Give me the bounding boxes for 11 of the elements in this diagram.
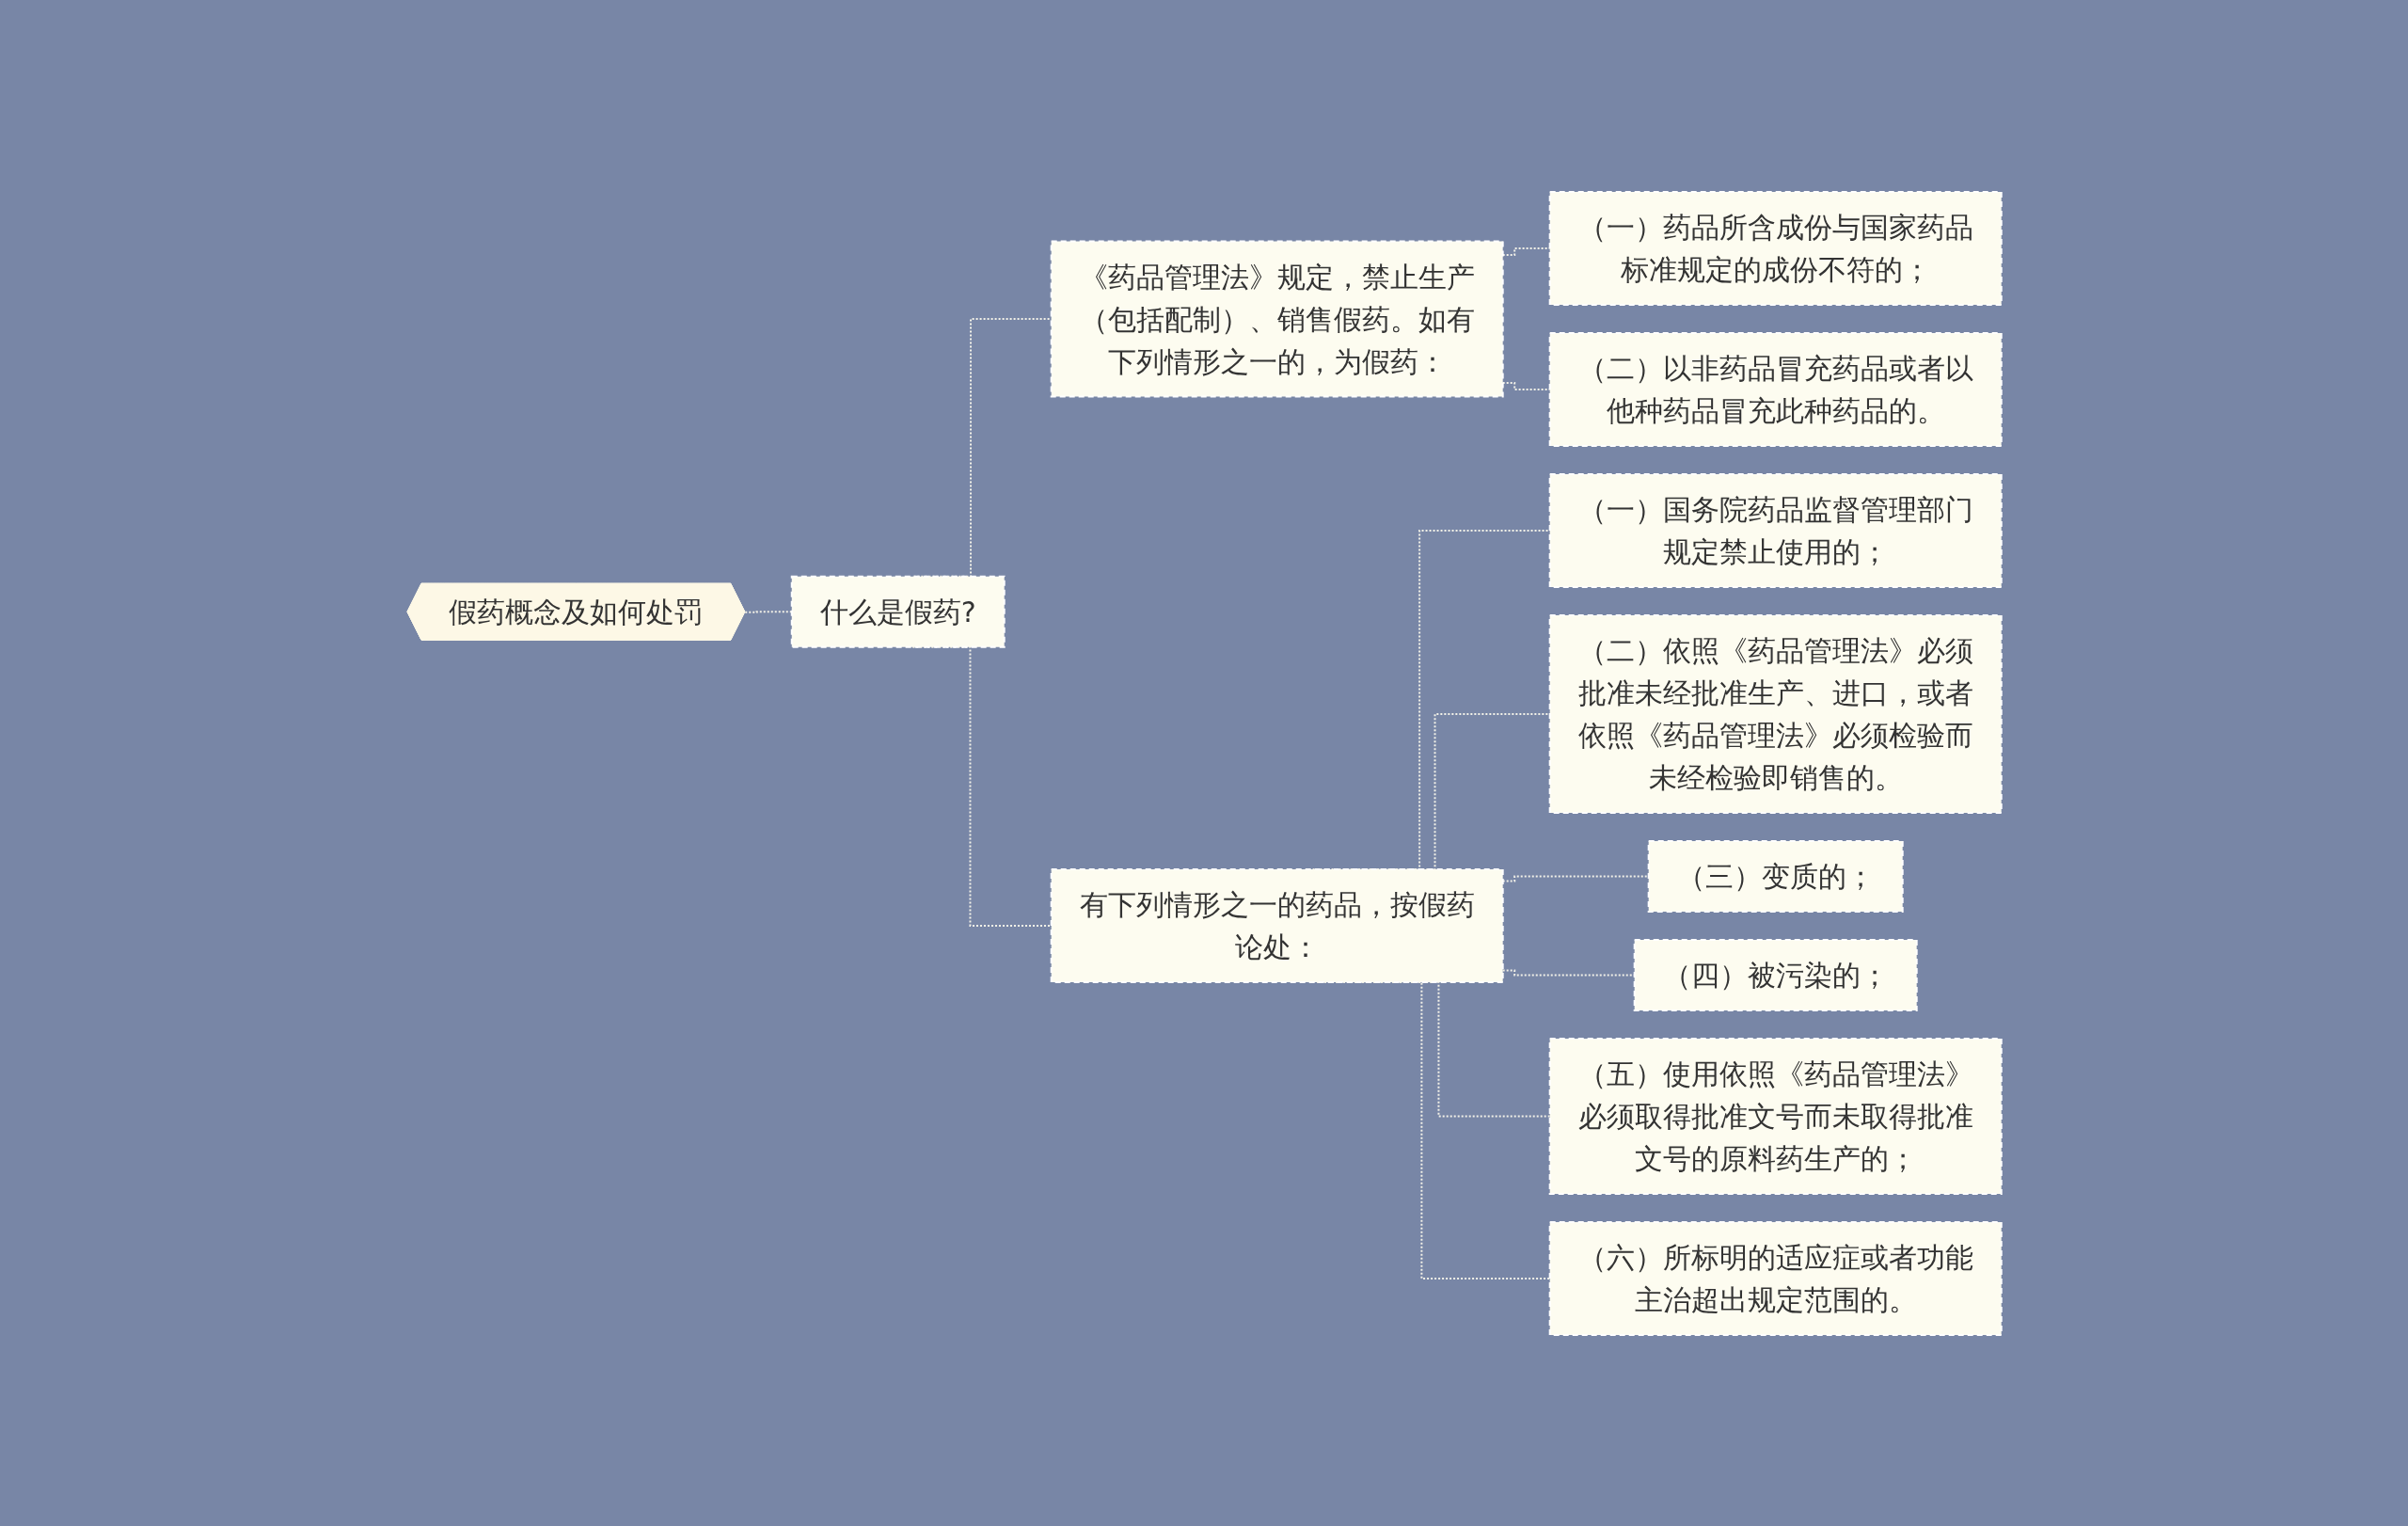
node-box: （一）药品所含成份与国家药品标准规定的成份不符的； <box>1548 190 2003 306</box>
node-box: 什么是假药? <box>790 575 1006 648</box>
node-box: （二）依照《药品管理法》必须批准未经批准生产、进口，或者依照《药品管理法》必须检验而未经检验即销售的。 <box>1548 613 2003 814</box>
node-box: （六）所标明的适应症或者功能主治超出规定范围的。 <box>1548 1220 2003 1336</box>
node-box: （四）被污染的； <box>1633 938 1918 1011</box>
node-box: （二）以非药品冒充药品或者以他种药品冒充此种药品的。 <box>1548 331 2003 447</box>
node-box: （一）国务院药品监督管理部门规定禁止使用的； <box>1548 472 2003 588</box>
node-box: （三）变质的； <box>1647 839 1904 913</box>
node-box: 有下列情形之一的药品，按假药论处： <box>1050 867 1504 983</box>
node-box: （五）使用依照《药品管理法》必须取得批准文号而未取得批准文号的原料药生产的； <box>1548 1037 2003 1195</box>
node-box: 《药品管理法》规定，禁止生产（包括配制）、销售假药。如有下列情形之一的，为假药： <box>1050 240 1504 397</box>
